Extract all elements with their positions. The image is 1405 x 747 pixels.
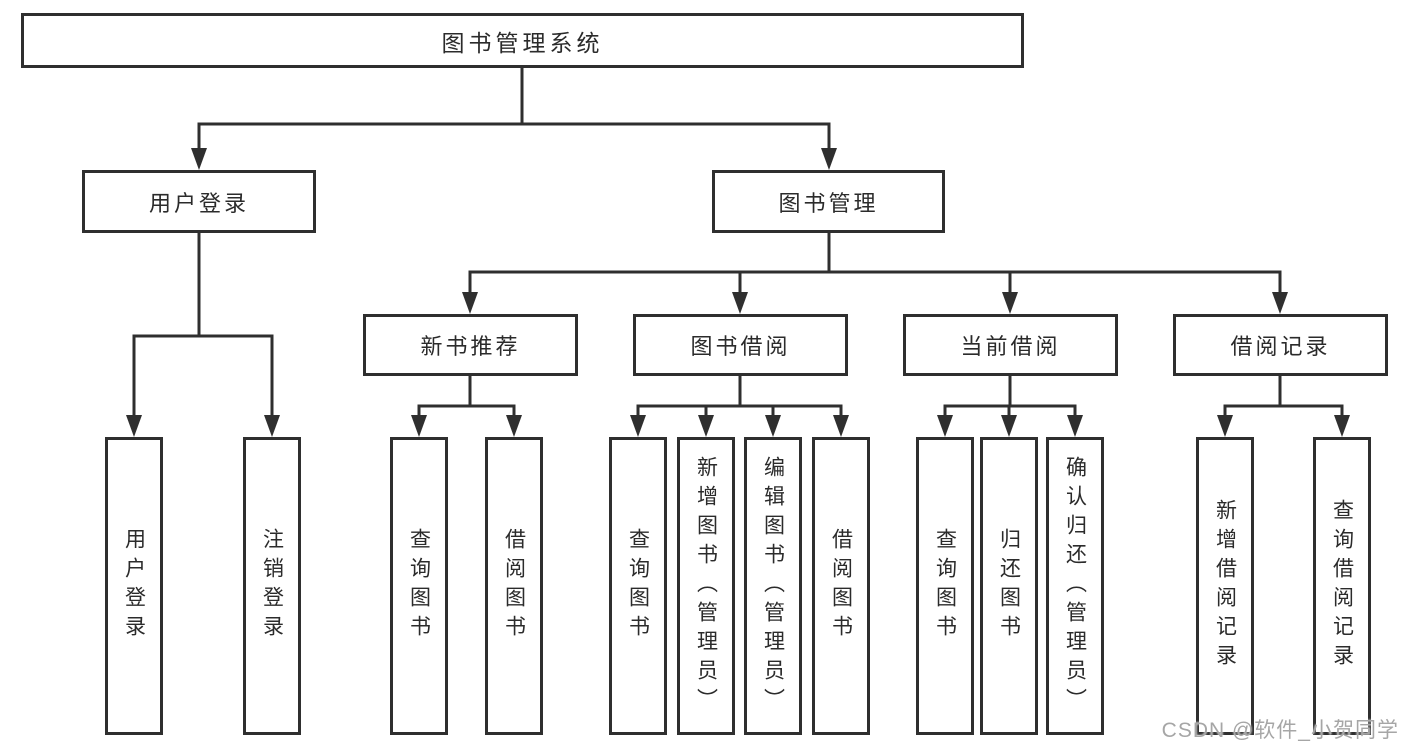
leaf-label: 确认归还（管理员） bbox=[1063, 455, 1087, 717]
leaf-label: 查询图书 bbox=[407, 528, 431, 644]
node-user-login-module: 用户登录 bbox=[82, 170, 316, 233]
node-new-book-recommend: 新书推荐 bbox=[363, 314, 578, 376]
leaf-label: 借阅图书 bbox=[502, 528, 526, 644]
leaf-label: 注销登录 bbox=[260, 528, 284, 644]
node-label: 新书推荐 bbox=[420, 334, 521, 359]
leaf-query-books-recommend: 查询图书 bbox=[390, 437, 448, 735]
leaf-logout: 注销登录 bbox=[243, 437, 301, 735]
watermark-text: CSDN @软件_小贺同学 bbox=[1161, 719, 1399, 742]
leaf-label: 查询图书 bbox=[933, 528, 957, 644]
node-label: 图书管理 bbox=[778, 190, 879, 216]
node-label: 图书借阅 bbox=[690, 334, 791, 359]
leaf-user-login: 用户登录 bbox=[105, 437, 163, 735]
leaf-borrow-books-recommend: 借阅图书 bbox=[485, 437, 543, 735]
node-label: 用户登录 bbox=[148, 190, 249, 216]
leaf-label: 新增借阅记录 bbox=[1213, 499, 1237, 673]
leaf-confirm-return-admin: 确认归还（管理员） bbox=[1046, 437, 1104, 735]
leaf-label: 编辑图书（管理员） bbox=[761, 455, 785, 717]
leaf-edit-book-admin: 编辑图书（管理员） bbox=[744, 437, 802, 735]
node-book-borrow: 图书借阅 bbox=[633, 314, 848, 376]
leaf-label: 归还图书 bbox=[997, 528, 1021, 644]
leaf-label: 查询图书 bbox=[626, 528, 650, 644]
leaf-label: 用户登录 bbox=[122, 528, 146, 644]
node-label: 借阅记录 bbox=[1230, 334, 1331, 359]
leaf-query-books-borrow: 查询图书 bbox=[609, 437, 667, 735]
leaf-label: 新增图书（管理员） bbox=[694, 455, 718, 717]
node-label: 当前借阅 bbox=[960, 334, 1061, 359]
leaf-add-book-admin: 新增图书（管理员） bbox=[677, 437, 735, 735]
leaf-label: 借阅图书 bbox=[829, 528, 853, 644]
root-node-library-system: 图书管理系统 bbox=[21, 13, 1024, 68]
leaf-label: 查询借阅记录 bbox=[1330, 499, 1354, 673]
node-borrow-record: 借阅记录 bbox=[1173, 314, 1388, 376]
node-book-management-module: 图书管理 bbox=[712, 170, 945, 233]
leaf-add-borrow-record: 新增借阅记录 bbox=[1196, 437, 1254, 735]
root-node-label: 图书管理系统 bbox=[441, 29, 604, 56]
leaf-query-books-current: 查询图书 bbox=[916, 437, 974, 735]
leaf-query-borrow-record: 查询借阅记录 bbox=[1313, 437, 1371, 735]
node-current-borrow: 当前借阅 bbox=[903, 314, 1118, 376]
leaf-return-book: 归还图书 bbox=[980, 437, 1038, 735]
leaf-borrow-books: 借阅图书 bbox=[812, 437, 870, 735]
